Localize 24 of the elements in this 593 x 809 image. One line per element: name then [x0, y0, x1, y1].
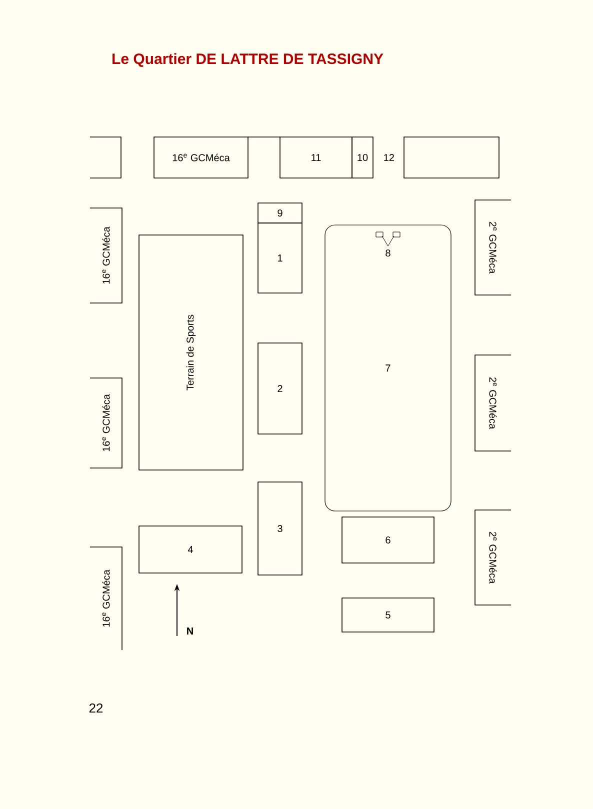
building-box: 10: [352, 136, 374, 178]
building-box: 3: [258, 482, 302, 576]
building-box: 6: [342, 516, 434, 564]
building-box: 16$^{e}$ GCMéca: [90, 208, 122, 304]
building-box: 5: [342, 598, 434, 632]
page-number: 22: [89, 703, 103, 713]
building-box: 16$^{e}$ GCMéca: [90, 378, 122, 468]
building-box: 16$^{e}$ GCMéca: [154, 136, 248, 178]
building-box: 11: [280, 136, 352, 178]
building-box: [90, 136, 122, 178]
building-box: 2$^{e}$ GCMéca: [474, 354, 512, 452]
diagram-title: Le Quartier DE LATTRE DE TASSIGNY: [112, 53, 384, 67]
building-box: 2$^{e}$ GCMéca: [474, 200, 512, 296]
building-box: 16$^{e}$ GCMéca: [90, 546, 122, 650]
building-box: 2: [258, 342, 302, 434]
building-number: 12: [384, 154, 394, 161]
building-box: 4: [138, 526, 242, 574]
building-box: 1: [258, 222, 302, 294]
north-label: N: [187, 628, 193, 634]
building-number: 8: [376, 232, 400, 257]
building-box: [404, 136, 500, 178]
building-box: 9: [258, 202, 302, 224]
building-box: 2$^{e}$ GCMéca: [474, 510, 512, 606]
building-box: Terrain de Sports: [138, 234, 244, 470]
